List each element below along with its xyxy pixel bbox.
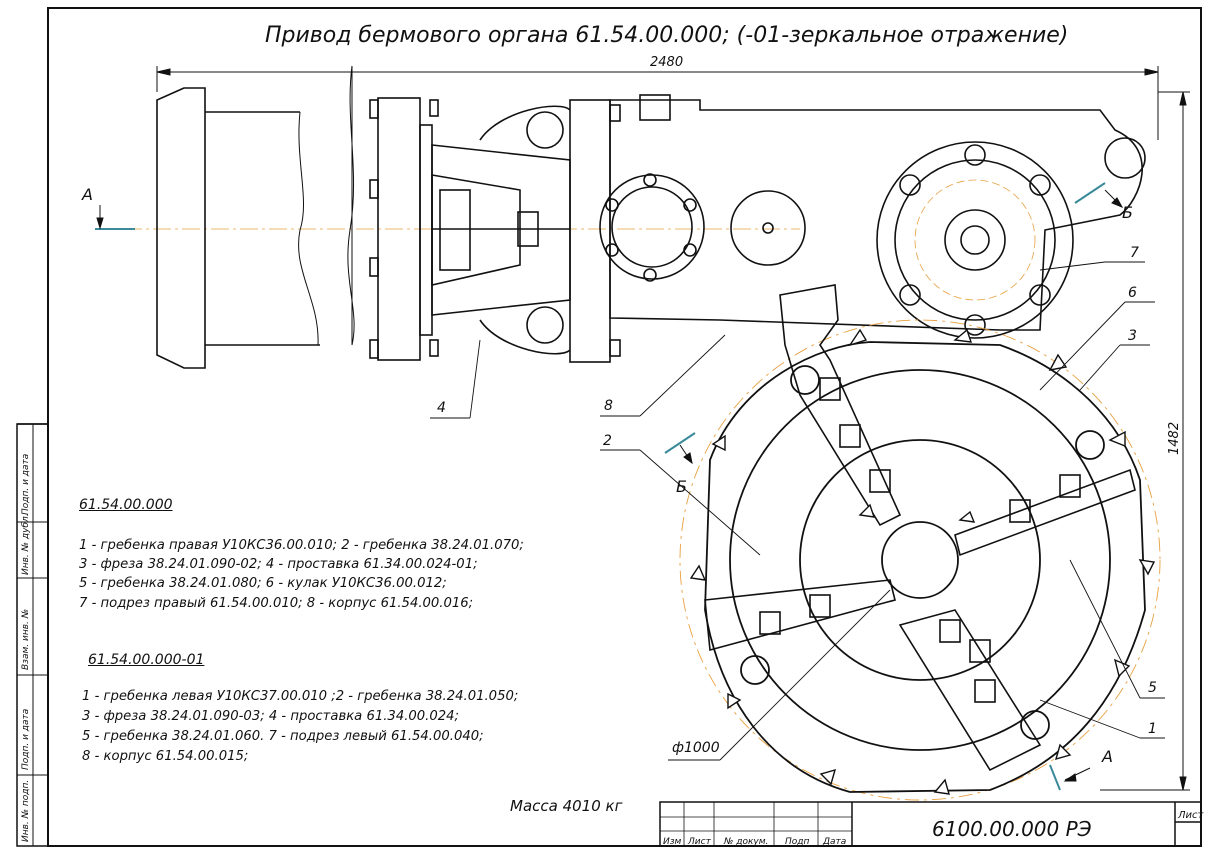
coupling-housing (369, 97, 621, 363)
dimension-height (1100, 91, 1190, 791)
callout-4: 4 (437, 400, 446, 416)
section-label-A-left: А (81, 185, 93, 204)
spec-left-title: 61.54.00.000-01 (88, 652, 205, 668)
callout-3: 3 (1128, 328, 1137, 344)
title-col-list: Лист (687, 837, 712, 847)
side-stamp: Подп. и дата Инв. № дубл. Взам. инв. № П… (16, 423, 49, 847)
section-label-B-right: Б (1122, 203, 1133, 222)
undercutter-disk (876, 141, 1074, 339)
spec-right-line-2: 3 - фреза 38.24.01.090-02; 4 - проставка… (79, 557, 478, 572)
drawing-title: Привод бермового органа 61.54.00.000; (-… (265, 23, 1068, 48)
spec-left-line-1: 1 - гребенка левая У10КС37.00.010 ;2 - г… (82, 689, 519, 704)
title-col-dokum: № докум. (723, 837, 768, 847)
spec-right-line-4: 7 - подрез правый 61.54.00.010; 8 - корп… (79, 596, 474, 611)
dimension-width-value: 2480 (650, 55, 683, 70)
callout-5: 5 (1148, 680, 1157, 696)
callout-2: 2 (603, 433, 612, 449)
stamp-text-2: Инв. № дубл. (21, 513, 31, 575)
gearbox-body (599, 94, 1146, 331)
callout-1: 1 (1148, 721, 1157, 737)
dimension-diameter: ф1000 (672, 740, 720, 756)
section-marks (95, 182, 1106, 791)
spec-right-title: 61.54.00.000 (79, 497, 173, 513)
dimension-width (156, 66, 1159, 140)
sheet-label: Лист (1177, 810, 1205, 821)
title-col-podp: Подп (785, 837, 809, 847)
motor-flange (156, 65, 355, 369)
title-block (659, 801, 1202, 847)
cutter-drum (679, 319, 1161, 801)
stamp-text-3: Взам. инв. № (21, 609, 31, 670)
doc-number: 6100.00.000 РЭ (932, 817, 1092, 841)
stamp-text-5: Инв. № подп. (21, 780, 31, 842)
section-arrows (96, 189, 1124, 782)
callout-leaders (430, 261, 1165, 761)
stamp-text-1: Подп. и дата (21, 454, 31, 515)
title-col-data: Дата (822, 837, 846, 847)
spec-left-line-2: 3 - фреза 38.24.01.090-03; 4 - проставка… (82, 709, 459, 724)
title-col-izm: Изм (663, 837, 682, 847)
spec-left-line-3: 5 - гребенка 38.24.01.060. 7 - подрез ле… (82, 729, 484, 744)
section-label-A-right: А (1101, 747, 1113, 766)
stamp-text-4: Подп. и дата (21, 709, 31, 770)
spec-right-line-1: 1 - гребенка правая У10КС36.00.010; 2 - … (79, 538, 524, 553)
callout-6: 6 (1128, 285, 1137, 301)
dimension-height-value: 1482 (1167, 422, 1182, 455)
mass-label: Масса 4010 кг (510, 797, 623, 815)
spec-right-line-3: 5 - гребенка 38.24.01.080; 6 - кулак У10… (79, 576, 447, 591)
callout-7: 7 (1130, 245, 1139, 261)
comb-arms (704, 284, 1136, 772)
drum-teeth (689, 328, 1156, 795)
spec-left-line-4: 8 - корпус 61.54.00.015; (82, 749, 249, 764)
callout-8: 8 (604, 398, 613, 414)
